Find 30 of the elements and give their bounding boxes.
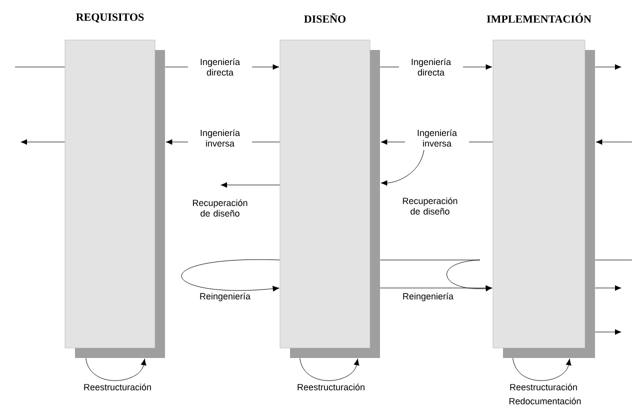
edge-label: Ingeniería directa [399,57,463,77]
arrow [512,358,572,381]
edge-label: Reestructuración [508,382,577,392]
column-heading: REQUISITOS [76,13,144,23]
edge-label: Ingeniería directa [188,57,252,77]
arrow [20,139,66,145]
arrow [594,285,622,291]
edge-label: Recuperación de diseño [188,198,252,218]
arrow [300,358,360,381]
arrow [596,139,632,145]
phase-column [492,40,595,358]
edge-label: Reestructuración [82,382,151,392]
arrow [380,260,492,292]
arrow [86,358,146,381]
arrow [594,64,622,70]
edge-label: Recuperación de diseño [398,196,462,216]
phase-column [64,40,165,358]
column-heading: DISEÑO [304,13,346,23]
edge-label: Reestructuración [296,382,364,392]
phase-column [280,40,380,358]
edge-label: Reingeniería [396,292,460,302]
edge-label: Reingeniería [193,292,257,302]
edge-label: Ingeniería inversa [188,128,252,148]
edge-label: Ingeniería inversa [405,128,469,148]
arrow [380,150,424,186]
arrow [181,259,280,292]
arrow [594,329,622,335]
arrow [220,182,280,188]
column-heading: IMPLEMENTACIÓN [486,13,592,23]
text-label: Redocumentación [509,398,581,404]
